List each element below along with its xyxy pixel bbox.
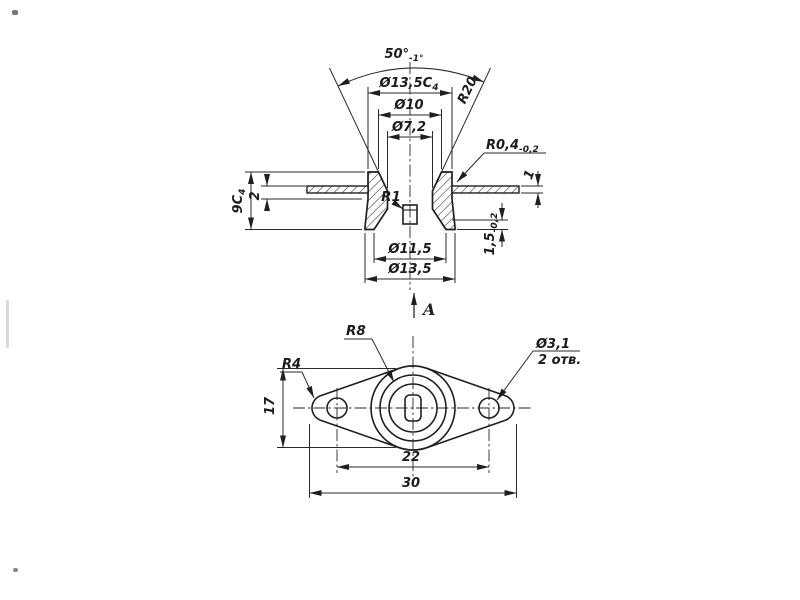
scan-artifact [13,568,18,572]
dim-r8: R8 [344,323,395,383]
boss-middle-circle [379,374,447,442]
r8-label: R8 [346,323,366,339]
r1-label: R1 [381,189,401,205]
plan-length-label: 30 [402,476,420,491]
dim-dia-bore: Ø7,2 [387,120,433,188]
dia-top-label: Ø13,5C4 [379,76,439,93]
dim-dia-mid: Ø10 [378,98,442,169]
right-flange-section [451,185,520,194]
flange-thickness-label: 1 [521,168,538,182]
dim-r4: R4 [280,357,315,399]
angle-fan-line-left [329,67,379,173]
dim-height: 9C4 [231,171,365,230]
dim-r1: R1 [381,189,404,210]
left-wall-section [364,171,389,231]
section-view: 50°-1° R20 Ø13,5C4 Ø10 [231,47,546,290]
plan-view: R8 R4 Ø3,1 2 отв. 17 [263,323,581,498]
angle-arc [337,67,485,87]
view-direction-label: A [421,300,435,319]
dim-bottom-inner: Ø11,5 [373,233,447,263]
part-section [306,171,520,231]
dim-skirt: 1,5-0,2 [452,203,508,255]
skirt-label: 1,5-0,2 [483,213,500,256]
dim-plan-length: 30 [309,424,517,498]
hole-dia-label: Ø3,1 [535,337,570,352]
fillet-label: R0,4-0,2 [486,138,539,155]
dia-bottom-outer-label: Ø13,5 [387,262,431,277]
offset-label: 2 [248,191,263,200]
dim-dia-top: Ø13,5C4 [367,76,453,169]
leader-line [391,199,404,210]
r20-label: R20 [455,75,481,107]
boss-outer-circle [370,365,456,451]
scan-artifact [12,10,18,15]
height-label: 9C4 [231,189,248,214]
angle-label: 50°-1° [384,47,423,64]
dim-plan-height: 17 [263,368,396,448]
dia-bore-label: Ø7,2 [391,120,426,135]
left-flange-section [306,185,369,194]
dim-offset: 2 [248,174,362,211]
dim-flange-thickness: 1 [521,168,543,208]
view-direction: A [411,293,435,319]
dim-hole-spacing: 22 [337,450,489,470]
scan-artifact [6,300,9,348]
boss-inner-circle [388,383,438,433]
leader-line [496,350,534,401]
leader-line [371,338,395,383]
dim-bottom-outer: Ø13,5 [364,233,456,283]
right-hole [478,397,500,419]
keyway-slot-section [402,204,418,225]
dia-mid-label: Ø10 [393,98,423,113]
dim-hole-callout: Ø3,1 2 отв. [496,337,581,401]
hole-spacing-label: 22 [402,450,420,465]
dia-bottom-inner-label: Ø11,5 [387,242,431,257]
plan-height-label: 17 [263,396,278,415]
leader-line [301,371,315,399]
keyway-slot-plan [404,394,422,422]
leader-line [456,152,485,183]
r4-label: R4 [282,357,301,372]
dim-fillet: R0,4-0,2 [456,138,546,183]
left-hole [326,397,348,419]
right-wall-section [431,171,456,231]
hole-count-label: 2 отв. [538,353,581,368]
